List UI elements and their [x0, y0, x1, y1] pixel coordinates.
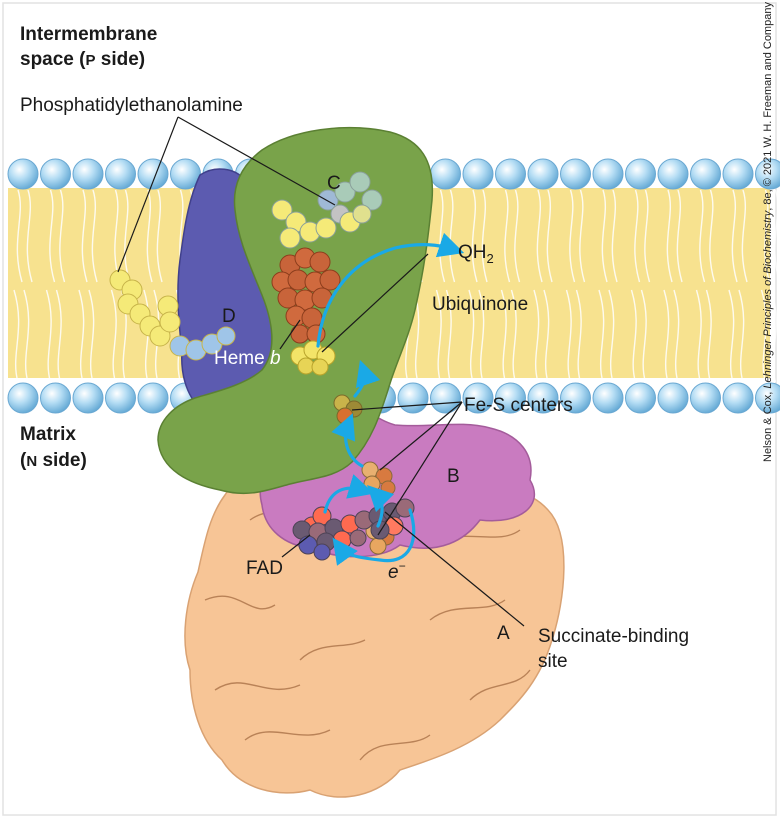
- n-side-label-line2: (N side): [20, 450, 87, 471]
- lipid-head: [593, 383, 623, 413]
- subunit-d-letter: D: [222, 306, 236, 327]
- lipid-head: [496, 159, 526, 189]
- lipid-head: [561, 159, 591, 189]
- phosphatidylethanolamine-label: Phosphatidylethanolamine: [20, 95, 243, 116]
- lipid-head: [41, 159, 71, 189]
- lipid-head: [658, 383, 688, 413]
- p-side-label-line1: Intermembrane: [20, 24, 157, 45]
- lipid-head: [528, 159, 558, 189]
- lipid-head: [8, 383, 38, 413]
- lipid-head: [73, 159, 103, 189]
- lipid-heads-inner: [8, 383, 780, 413]
- lipid-head: [691, 159, 721, 189]
- lipid-head: [658, 159, 688, 189]
- succinate-site-label-line1: Succinate-binding: [538, 626, 689, 647]
- n-side-label-line1: Matrix: [20, 424, 76, 445]
- lipid-head: [138, 383, 168, 413]
- succinate-site-label-line2: site: [538, 651, 568, 672]
- lipid-head: [626, 159, 656, 189]
- p-side-label-line2: space (P side): [20, 49, 145, 70]
- lipid-head: [463, 159, 493, 189]
- subunit-b-letter: B: [447, 466, 460, 487]
- lipid-head: [691, 383, 721, 413]
- lipid-head: [41, 383, 71, 413]
- lipid-head: [106, 383, 136, 413]
- lipid-head: [723, 159, 753, 189]
- lipid-head: [398, 383, 428, 413]
- copyright-credit: Nelson & Cox, Lehninger Principles of Bi…: [762, 2, 774, 462]
- fe-s-centers-label: Fe-S centers: [464, 395, 573, 416]
- heme-b-label: Heme b: [214, 348, 281, 369]
- subunit-a-letter: A: [497, 623, 510, 644]
- lipid-head: [431, 383, 461, 413]
- lipid-head: [626, 383, 656, 413]
- lipid-head: [106, 159, 136, 189]
- lipid-head: [8, 159, 38, 189]
- lipid-head: [138, 159, 168, 189]
- fad-label: FAD: [246, 558, 283, 579]
- lipid-head: [723, 383, 753, 413]
- lipid-head: [431, 159, 461, 189]
- lipid-head: [73, 383, 103, 413]
- subunit-c-letter: C: [327, 173, 341, 194]
- lipid-head: [593, 159, 623, 189]
- ubiquinone-label: Ubiquinone: [432, 294, 528, 315]
